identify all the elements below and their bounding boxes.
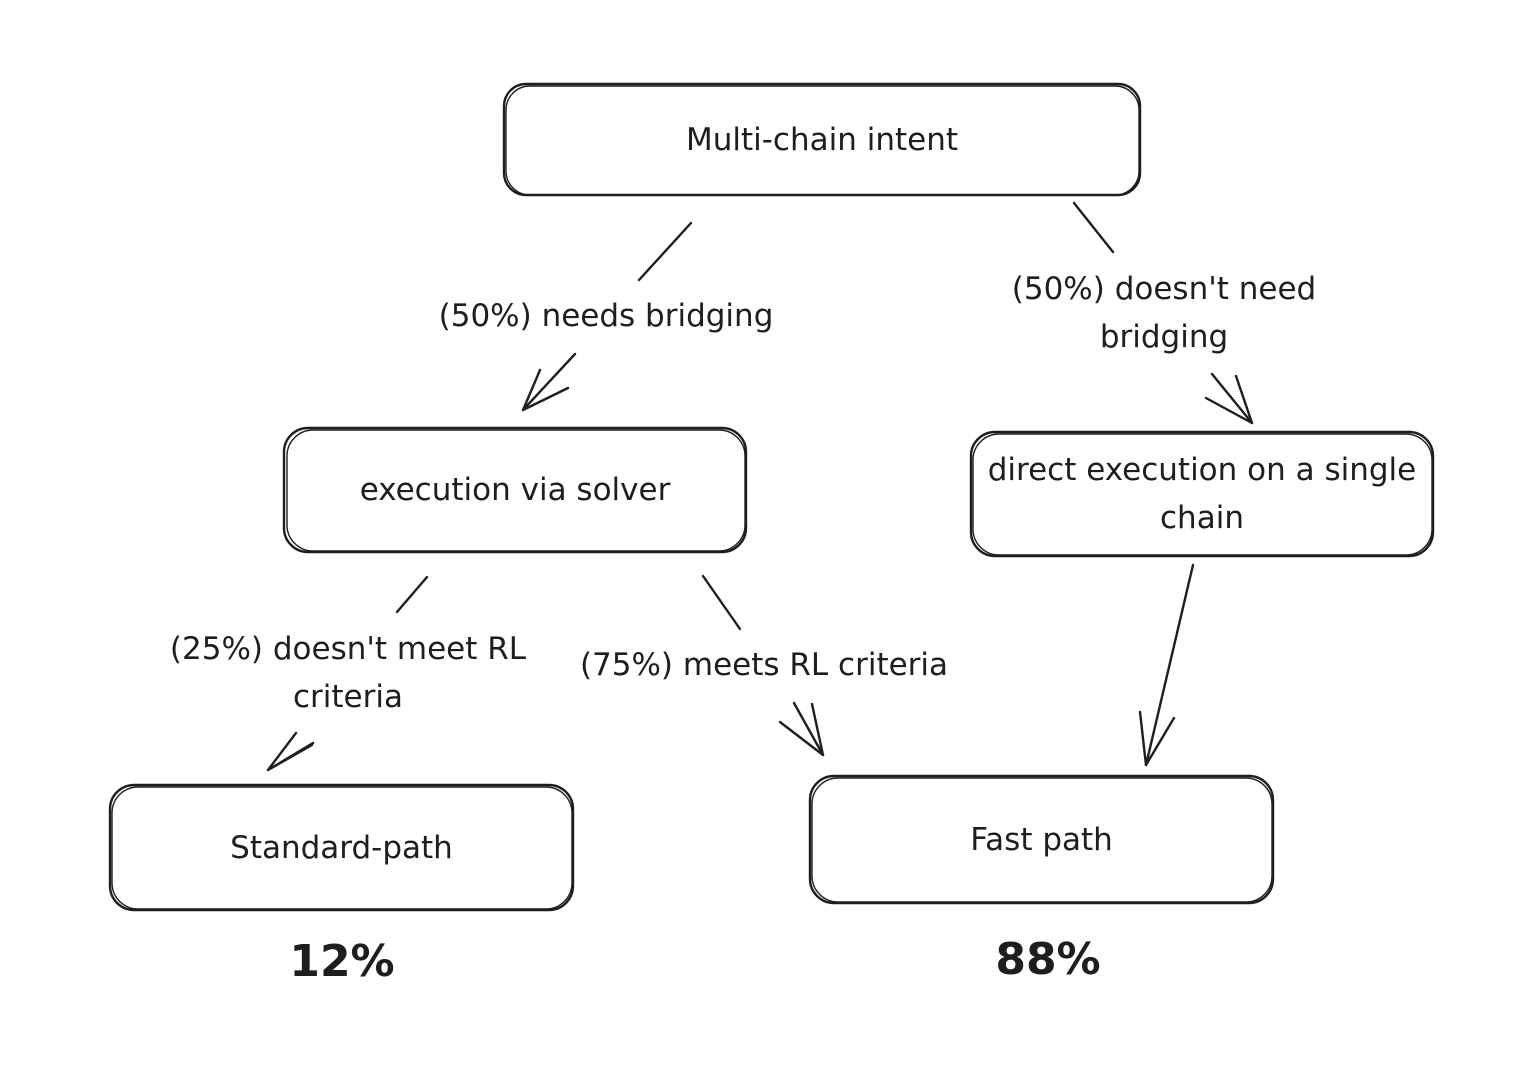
solver-box bbox=[282, 426, 748, 554]
edge-solver-to-fast bbox=[701, 574, 825, 757]
edge-label-doesnt-meet-rl: (25%) doesn't meet RL criteria bbox=[150, 625, 546, 721]
node-direct-execution: direct execution on a single chain bbox=[987, 452, 1417, 536]
standard-path-share: 12% bbox=[289, 936, 395, 987]
node-standard-path: Standard-path bbox=[230, 829, 453, 866]
standard-box bbox=[108, 783, 575, 912]
edge-solver-to-standard bbox=[266, 575, 429, 772]
edge-intent-to-solver bbox=[521, 221, 693, 412]
node-fast-path: Fast path bbox=[970, 821, 1113, 858]
arrowhead bbox=[778, 702, 825, 757]
edge-label-meets-rl: (75%) meets RL criteria bbox=[566, 641, 962, 689]
intent-box bbox=[502, 82, 1142, 197]
arrowhead bbox=[521, 368, 570, 412]
fast-path-share: 88% bbox=[995, 934, 1101, 985]
edge-label-needs-bridging: (50%) needs bridging bbox=[410, 292, 802, 340]
edge-label-doesnt-need-bridging: (50%) doesn't need bridging bbox=[990, 265, 1338, 361]
edge-direct-to-fast bbox=[1138, 563, 1195, 767]
direct-box bbox=[969, 430, 1435, 558]
edge-intent-to-direct bbox=[1072, 201, 1254, 425]
arrowhead bbox=[1204, 374, 1254, 425]
arrowhead bbox=[266, 731, 314, 772]
fast-box bbox=[808, 774, 1275, 905]
node-multi-chain-intent: Multi-chain intent bbox=[685, 121, 959, 158]
node-execution-via-solver: execution via solver bbox=[359, 472, 671, 508]
arrowhead bbox=[1138, 710, 1176, 767]
